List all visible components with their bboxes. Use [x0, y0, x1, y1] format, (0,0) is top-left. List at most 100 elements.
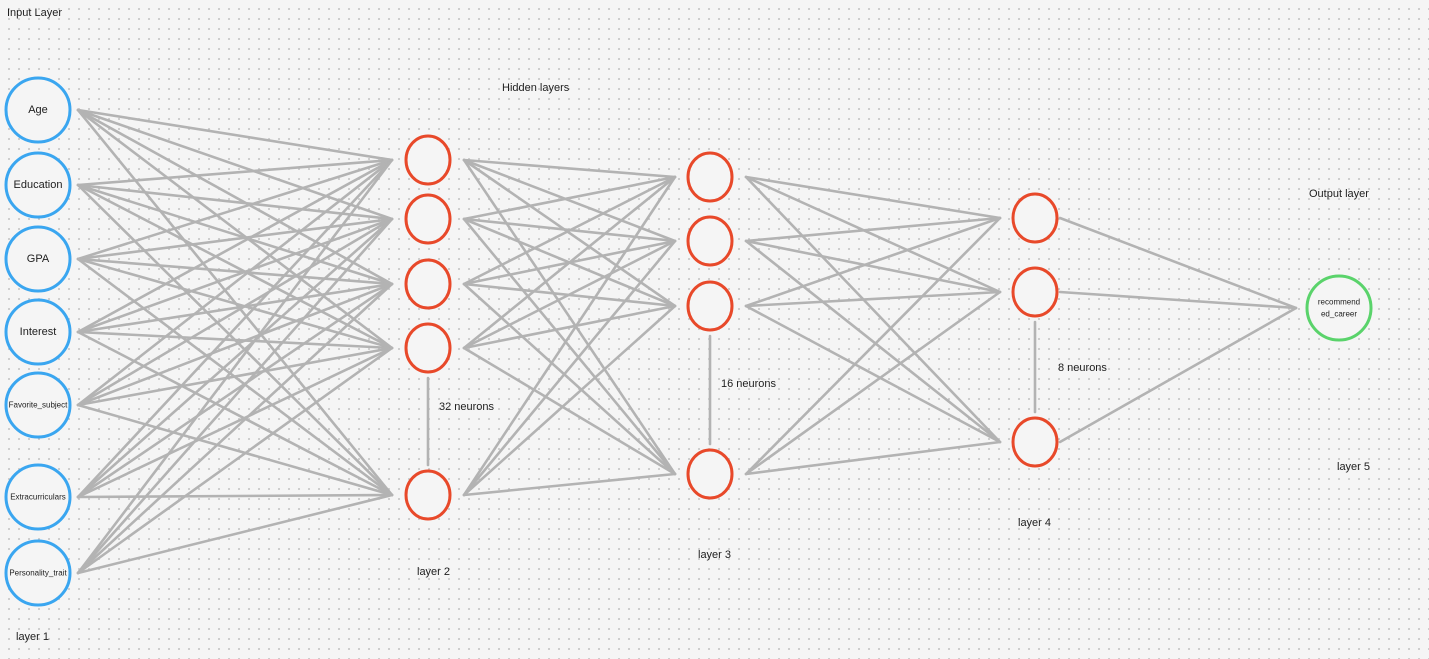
edge-input-1-to-l2-0 — [76, 158, 394, 187]
edge-l2-2-to-l3-3 — [462, 282, 677, 476]
edge-l2-0-to-l3-0 — [462, 158, 677, 179]
edge-input-6-to-l2-1 — [76, 217, 394, 575]
edge-input-3-to-l2-0 — [76, 158, 394, 334]
input-node-label: Interest — [20, 326, 57, 338]
edge-l3-1-to-l4-2 — [744, 239, 1002, 444]
input-node — [4, 151, 72, 219]
layer-2-neuron — [404, 258, 452, 310]
layer-3-neuron — [686, 448, 734, 500]
edge-l3-0-to-l4-2 — [744, 175, 1002, 444]
edge-input-3-to-l2-3 — [76, 330, 394, 350]
layer-2-neuron — [404, 322, 452, 374]
edge-l2-3-to-l3-0 — [462, 175, 677, 350]
input-node — [4, 371, 72, 439]
edge-l2-3-to-l3-1 — [462, 239, 677, 350]
edge-l2-2-to-l3-0 — [462, 175, 677, 286]
edge-l2-4-to-l3-1 — [462, 239, 677, 497]
layer-2-neuron — [404, 193, 452, 245]
edge-l3-2-to-l4-2 — [744, 304, 1002, 444]
input-node-label: Personality_trait — [9, 569, 67, 578]
layer-4-label: layer 4 — [1018, 517, 1052, 529]
input-node-label: Extracurriculars — [10, 493, 66, 502]
layer-2-label: layer 2 — [417, 566, 451, 578]
input-node — [4, 76, 72, 144]
input-node — [4, 225, 72, 293]
layer-4-neuron — [1011, 192, 1059, 244]
layer-3-label: layer 3 — [698, 549, 732, 561]
edge-l2-0-to-l3-3 — [462, 158, 677, 476]
output-node — [1305, 274, 1373, 342]
edge-input-3-to-l2-2 — [76, 282, 394, 334]
edge-input-6-to-l2-2 — [76, 282, 394, 575]
edge-input-4-to-l2-1 — [76, 217, 394, 407]
layer-3-neuron — [686, 151, 734, 203]
input-node — [4, 298, 72, 366]
input-node-label: Age — [28, 104, 48, 116]
edge-input-6-to-l2-0 — [76, 158, 394, 575]
edge-l3-0-to-l4-1 — [744, 175, 1002, 294]
edge-l3-1-to-l4-0 — [744, 216, 1002, 243]
edge-input-5-to-l2-2 — [76, 282, 394, 499]
input-node — [4, 463, 72, 531]
layer-4-neuron — [1011, 416, 1059, 468]
edge-l3-3-to-l4-1 — [744, 290, 1002, 476]
edge-input-2-to-l2-1 — [76, 217, 394, 261]
edge-input-1-to-l2-1 — [76, 183, 394, 221]
edge-input-0-to-l2-0 — [76, 108, 394, 162]
input-layer-title: Input Layer — [7, 7, 63, 19]
input-node-label: GPA — [27, 253, 50, 265]
hidden-layers-title: Hidden layers — [502, 82, 570, 94]
edges-layer — [76, 108, 1298, 575]
edge-input-5-to-l2-3 — [76, 346, 394, 499]
edge-l2-0-to-l3-1 — [462, 158, 677, 243]
layer-3-neuron — [686, 280, 734, 332]
edge-l4-0-to-output — [1058, 216, 1298, 310]
edge-l2-1-to-l3-0 — [462, 175, 677, 221]
output-node-label: ed_career — [1321, 310, 1357, 319]
input-node-label: Favorite_subject — [9, 401, 68, 410]
neuron-count-8: 8 neurons — [1058, 362, 1107, 374]
edge-input-6-to-l2-4 — [76, 493, 394, 575]
edge-l2-3-to-l3-2 — [462, 304, 677, 350]
layer-2-neuron — [404, 134, 452, 186]
edge-l2-4-to-l3-2 — [462, 304, 677, 497]
edge-l2-4-to-l3-3 — [462, 472, 677, 497]
neuron-count-32: 32 neurons — [439, 401, 495, 413]
edge-l3-3-to-l4-2 — [744, 440, 1002, 476]
edge-input-0-to-l2-3 — [76, 108, 394, 350]
edge-l3-3-to-l4-0 — [744, 216, 1002, 476]
edge-input-6-to-l2-3 — [76, 346, 394, 575]
edge-l2-1-to-l3-3 — [462, 217, 677, 476]
edge-l3-2-to-l4-0 — [744, 216, 1002, 308]
edge-input-4-to-l2-0 — [76, 158, 394, 407]
output-layer-title: Output layer — [1309, 188, 1369, 200]
output-node-label: recommend — [1318, 298, 1360, 307]
edge-input-3-to-l2-4 — [76, 330, 394, 497]
edge-l2-3-to-l3-3 — [462, 346, 677, 476]
input-node-label: Education — [14, 179, 63, 191]
edge-input-4-to-l2-3 — [76, 346, 394, 407]
neuron-count-16: 16 neurons — [721, 378, 777, 390]
layer-3-neuron — [686, 215, 734, 267]
layer-5-label: layer 5 — [1337, 461, 1371, 473]
edge-input-3-to-l2-1 — [76, 217, 394, 334]
layer-4-neuron — [1011, 266, 1059, 318]
edge-l3-0-to-l4-0 — [744, 175, 1002, 220]
edge-input-5-to-l2-0 — [76, 158, 394, 499]
edge-input-5-to-l2-1 — [76, 217, 394, 499]
edge-input-4-to-l2-2 — [76, 282, 394, 407]
edge-l2-4-to-l3-0 — [462, 175, 677, 497]
edge-input-1-to-l2-2 — [76, 183, 394, 286]
edge-input-2-to-l2-0 — [76, 158, 394, 261]
edge-input-0-to-l2-2 — [76, 108, 394, 286]
layer-2-neuron — [404, 469, 452, 521]
edge-l3-1-to-l4-1 — [744, 239, 1002, 294]
edge-l3-2-to-l4-1 — [744, 290, 1002, 308]
edge-input-5-to-l2-4 — [76, 493, 394, 499]
layer-1-label: layer 1 — [16, 631, 50, 643]
edge-l4-1-to-output — [1058, 290, 1298, 310]
edge-input-4-to-l2-4 — [76, 403, 394, 497]
input-node — [4, 539, 72, 607]
